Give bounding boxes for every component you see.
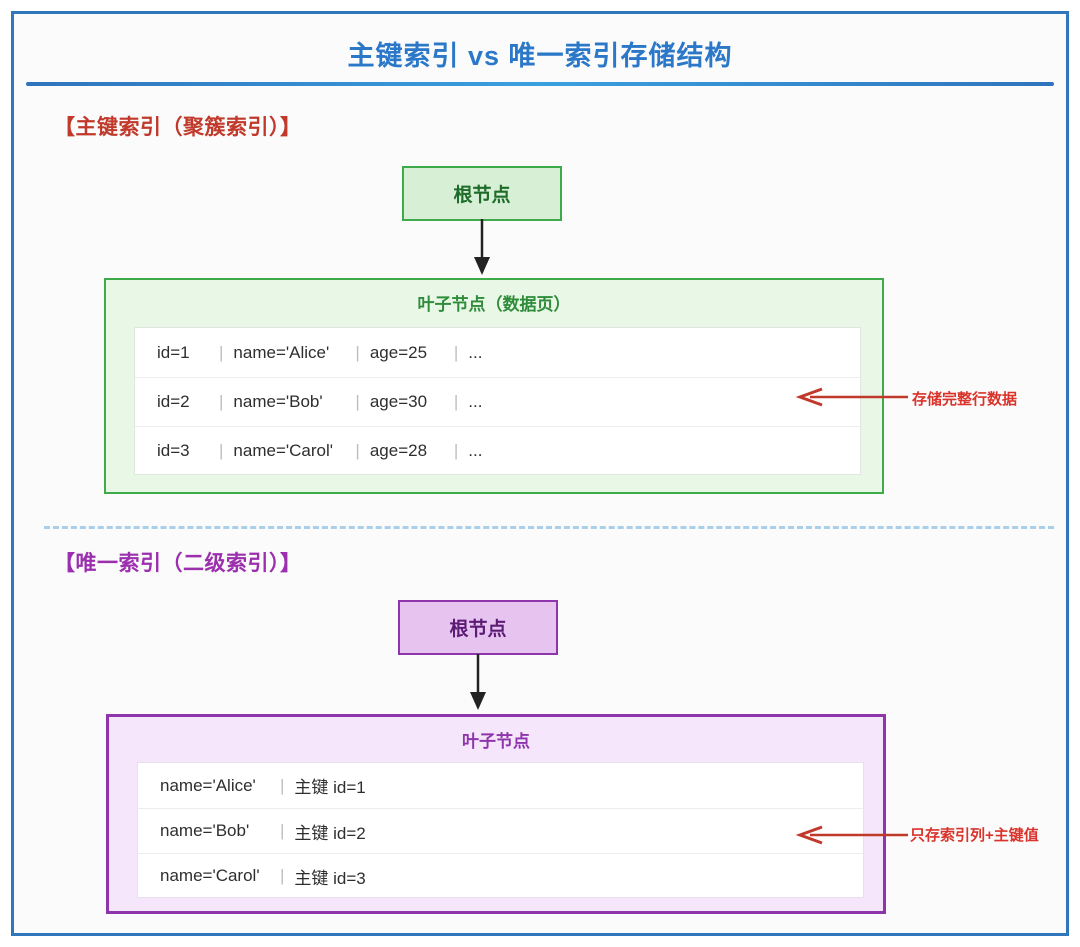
cell-more: ... <box>468 342 483 362</box>
column-separator: | <box>355 392 360 411</box>
column-separator: | <box>280 866 285 885</box>
cell-name: name='Alice' <box>160 775 256 795</box>
column-separator: | <box>280 775 285 795</box>
root-node-unique: 根节点 <box>398 600 558 655</box>
column-separator: | <box>355 342 360 362</box>
arrow-down-unique-icon <box>470 654 486 710</box>
cell-age: age=28 <box>369 441 428 460</box>
column-separator: | <box>453 342 459 362</box>
table-row: id=1 | name='Alice' | age=25 | ... <box>135 328 860 377</box>
table-row: name='Carol' | 主键 id=3 <box>138 853 863 898</box>
cell-name: name='Bob' <box>233 392 323 411</box>
title-divider-rule <box>26 82 1054 86</box>
cell-name: name='Carol' <box>160 866 260 885</box>
cell-age: age=30 <box>369 392 428 411</box>
table-row: name='Bob' | 主键 id=2 <box>138 808 863 853</box>
leaf-node-primary-title: 叶子节点（数据页） <box>417 295 571 314</box>
root-node-primary-label: 根节点 <box>453 185 511 206</box>
cell-id: id=3 <box>157 441 190 460</box>
section-header-primary-index: 【主键索引（聚簇索引）】 <box>54 116 302 139</box>
section-header-unique-index: 【唯一索引（二级索引）】 <box>54 552 302 575</box>
callout-arrow-primary-icon <box>795 387 908 407</box>
cell-name: name='Carol' <box>233 441 333 460</box>
cell-name: name='Alice' <box>233 342 330 362</box>
column-separator: | <box>280 821 285 840</box>
annotation-unique-index: 只存索引列+主键值 <box>910 827 1039 844</box>
page-title: 主键索引 vs 唯一索引存储结构 <box>347 41 733 71</box>
cell-more: ... <box>468 441 483 460</box>
column-separator: | <box>355 441 360 460</box>
leaf-node-box-primary: 叶子节点（数据页） id=1 | name='Alice' | age=25 |… <box>104 278 884 494</box>
column-separator: | <box>453 441 459 460</box>
section-divider <box>44 526 1054 529</box>
table-row: id=3 | name='Carol' | age=28 | ... <box>135 426 860 475</box>
annotation-primary-index: 存储完整行数据 <box>912 391 1018 408</box>
root-node-unique-label: 根节点 <box>449 619 507 640</box>
cell-id: id=1 <box>157 342 190 362</box>
column-separator: | <box>219 342 224 362</box>
callout-arrow-unique-icon <box>795 825 908 845</box>
cell-primary-key: 主键 id=1 <box>294 778 366 797</box>
cell-name: name='Bob' <box>160 821 250 840</box>
cell-age: age=25 <box>369 342 428 362</box>
column-separator: | <box>219 392 224 411</box>
cell-primary-key: 主键 id=2 <box>294 823 366 843</box>
diagram-frame: 主键索引 vs 唯一索引存储结构 【主键索引（聚簇索引）】 根节点 叶子节点（数… <box>11 11 1069 936</box>
column-separator: | <box>219 441 224 460</box>
cell-more: ... <box>468 392 483 411</box>
table-row: id=2 | name='Bob' | age=30 | ... <box>135 377 860 426</box>
table-row: name='Alice' | 主键 id=1 <box>138 763 863 808</box>
root-node-primary: 根节点 <box>402 166 562 221</box>
arrow-down-primary-icon <box>474 219 490 275</box>
cell-id: id=2 <box>157 392 190 411</box>
column-separator: | <box>453 392 459 411</box>
data-page-table-primary: id=1 | name='Alice' | age=25 | ... id=2 … <box>134 327 861 475</box>
leaf-node-unique-title: 叶子节点 <box>462 732 530 751</box>
index-page-table-unique: name='Alice' | 主键 id=1 name='Bob' | 主键 i… <box>137 762 864 898</box>
cell-primary-key: 主键 id=3 <box>294 868 366 888</box>
leaf-node-box-unique: 叶子节点 name='Alice' | 主键 id=1 name='Bob' |… <box>106 714 886 914</box>
